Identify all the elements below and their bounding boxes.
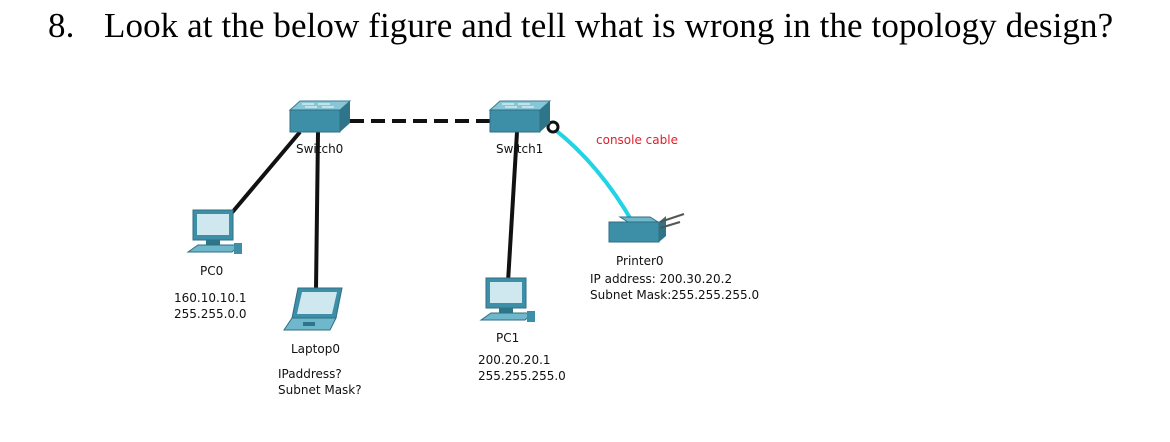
- laptop0-icon[interactable]: [283, 287, 343, 331]
- question-text: Look at the below figure and tell what i…: [104, 6, 1114, 45]
- switch0-label: Switch0: [296, 142, 344, 156]
- switch1-icon[interactable]: [488, 100, 552, 133]
- pc0-mask: 255.255.0.0: [174, 307, 247, 321]
- laptop0-label: Laptop0: [291, 342, 340, 356]
- pc1-label: PC1: [496, 331, 520, 345]
- pc0-label: PC0: [200, 264, 224, 278]
- console-port: [546, 120, 560, 134]
- pc0-address-box: 160.10.10.1 255.255.0.0: [170, 288, 251, 324]
- switch0-icon[interactable]: [288, 100, 352, 133]
- link-switch0-laptop0: [314, 131, 320, 291]
- link-switch1-pc1: [506, 131, 519, 283]
- question-number: 8.: [48, 6, 75, 45]
- pc0-icon[interactable]: [186, 209, 242, 254]
- laptop0-address-box: IPaddress? Subnet Mask?: [274, 364, 366, 400]
- switch1-label: Switch1: [496, 142, 544, 156]
- printer0-address-box: IP address: 200.30.20.2 Subnet Mask:255.…: [586, 269, 760, 305]
- laptop0-ip: IPaddress?: [278, 367, 342, 381]
- printer0-label: Printer0: [616, 254, 664, 268]
- laptop0-mask: Subnet Mask?: [278, 383, 362, 397]
- console-cable: [551, 126, 635, 224]
- link-switch0-pc0: [228, 130, 302, 217]
- pc1-address-box: 200.20.20.1 255.255.255.0: [474, 350, 570, 386]
- printer0-mask: Subnet Mask:255.255.255.0: [590, 288, 760, 302]
- pc1-icon[interactable]: [479, 277, 535, 322]
- pc1-ip: 200.20.20.1: [478, 353, 551, 367]
- pc0-ip: 160.10.10.1: [174, 291, 247, 305]
- question-heading: 8. Look at the below figure and tell what…: [48, 6, 1113, 46]
- console-cable-label: console cable: [596, 133, 678, 147]
- pc1-mask: 255.255.255.0: [478, 369, 566, 383]
- printer0-icon[interactable]: [608, 213, 685, 243]
- printer0-ip: IP address: 200.30.20.2: [590, 272, 733, 286]
